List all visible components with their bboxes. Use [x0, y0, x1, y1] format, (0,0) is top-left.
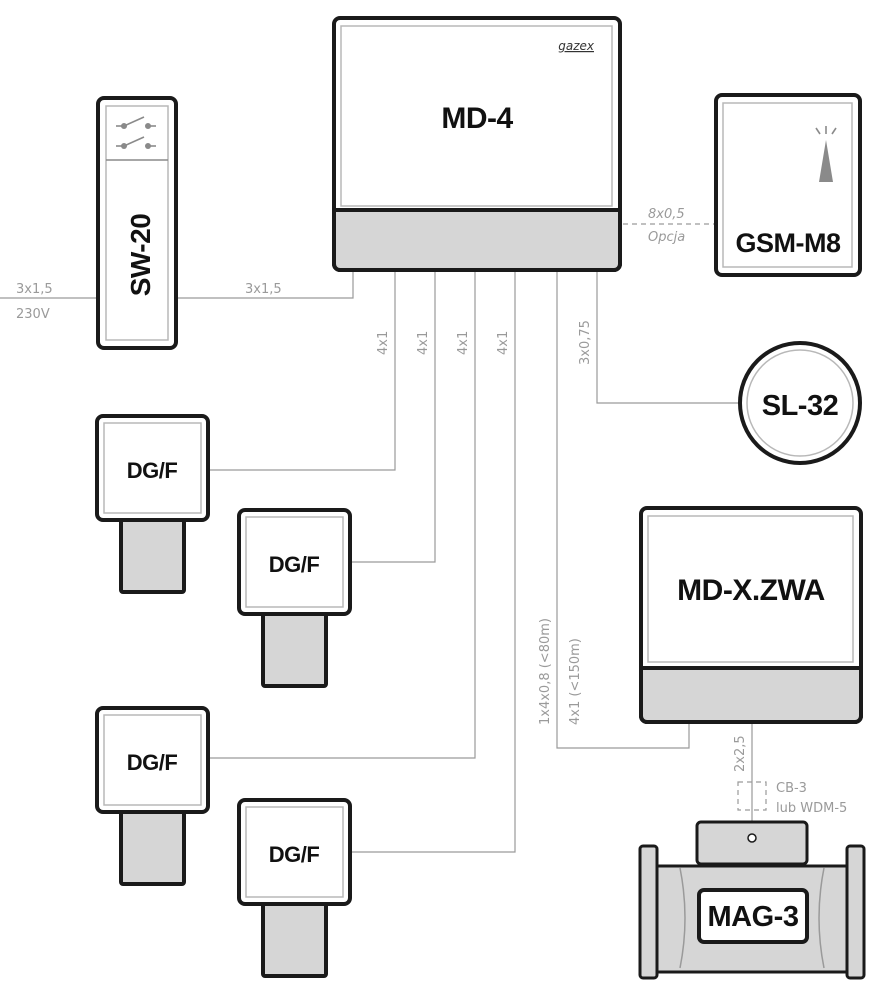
wire-sw20-md4: [176, 270, 354, 299]
cable-label-det4: 4x1: [496, 331, 511, 355]
mag3-title: MAG-3: [708, 901, 799, 933]
cable-label-voltage: 230V: [16, 307, 50, 322]
cable-label-cb3: CB-3: [776, 781, 807, 796]
md4-unit: MD-4 gazex: [332, 16, 622, 272]
md4-title: MD-4: [441, 102, 513, 135]
gsm-unit: GSM-M8: [714, 93, 862, 277]
cable-labels: 3x1,5 230V 3x1,5 8x0,5 Opcja 4x1 4x1 4x1…: [16, 207, 847, 816]
cable-label-sw-md: 3x1,5: [245, 282, 282, 297]
detector-4-title: DG/F: [269, 842, 320, 867]
sl32-unit: SL-32: [738, 341, 862, 465]
detector-1: DG/F: [95, 414, 210, 594]
cable-label-option: Opcja: [648, 230, 685, 245]
detector-4: DG/F: [237, 798, 352, 978]
wire-detector-2: [350, 270, 436, 563]
cable-label-wdm5: lub WDM-5: [776, 801, 847, 816]
antenna-icon: [815, 126, 837, 182]
sw20-unit: SW-20: [96, 96, 178, 350]
cable-label-mdx-b: 4x1 (<150m): [568, 638, 583, 725]
detector-2-title: DG/F: [269, 552, 320, 577]
detector-3-title: DG/F: [127, 750, 178, 775]
wire-detector-1: [208, 270, 396, 471]
cable-label-sl32: 3x0,75: [578, 320, 593, 365]
wire-detector-4: [350, 270, 516, 853]
cable-label-mag3: 2x2,5: [733, 735, 748, 772]
cable-label-det1: 4x1: [376, 331, 391, 355]
wire-detector-3: [208, 270, 476, 759]
wire-sl32: [596, 270, 740, 404]
detector-1-title: DG/F: [127, 458, 178, 483]
cable-label-gsm: 8x0,5: [648, 207, 685, 222]
cb3-box: [737, 781, 767, 811]
gsm-title: GSM-M8: [736, 228, 841, 258]
cable-label-mains: 3x1,5: [16, 282, 53, 297]
cable-label-det3: 4x1: [456, 331, 471, 355]
mag3-valve: MAG-3: [638, 820, 866, 980]
wire-md4-mdx: [556, 270, 690, 749]
sw20-title: SW-20: [125, 214, 156, 297]
switch-icon: [116, 116, 156, 149]
cable-label-det2: 4x1: [416, 331, 431, 355]
detector-2: DG/F: [237, 508, 352, 688]
md4-brand-logo: gazex: [558, 39, 595, 53]
wires: [0, 223, 767, 853]
cable-label-mdx-a: 1x4x0,8 (<80m): [538, 618, 553, 725]
mdx-unit: MD-X.ZWA: [639, 506, 863, 724]
mdx-title: MD-X.ZWA: [677, 574, 825, 607]
sl32-title: SL-32: [762, 390, 838, 422]
detector-3: DG/F: [95, 706, 210, 886]
